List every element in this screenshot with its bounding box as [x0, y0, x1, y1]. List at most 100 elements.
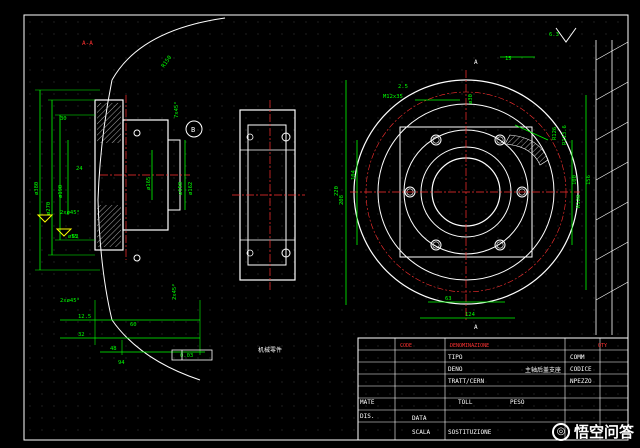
grid-dot — [137, 429, 139, 431]
grid-dot — [281, 213, 283, 215]
grid-dot — [473, 309, 475, 311]
grid-dot — [509, 129, 511, 131]
grid-dot — [221, 405, 223, 407]
grid-dot — [617, 261, 619, 263]
grid-dot — [545, 141, 547, 143]
grid-dot — [557, 333, 559, 335]
dimension-text: ø380 — [34, 182, 40, 195]
grid-dot — [101, 285, 103, 287]
grid-dot — [557, 369, 559, 371]
grid-dot — [509, 357, 511, 359]
grid-dot — [521, 405, 523, 407]
grid-dot — [485, 21, 487, 23]
grid-dot — [305, 393, 307, 395]
grid-dot — [53, 177, 55, 179]
grid-dot — [413, 345, 415, 347]
grid-dot — [53, 81, 55, 83]
grid-dot — [557, 93, 559, 95]
grid-dot — [269, 69, 271, 71]
grid-dot — [377, 45, 379, 47]
grid-dot — [317, 129, 319, 131]
grid-dot — [593, 129, 595, 131]
grid-dot — [605, 309, 607, 311]
grid-dot — [389, 381, 391, 383]
grid-dot — [317, 297, 319, 299]
grid-dot — [137, 189, 139, 191]
grid-dot — [389, 213, 391, 215]
grid-dot — [593, 357, 595, 359]
grid-dot — [293, 273, 295, 275]
grid-dot — [569, 21, 571, 23]
grid-dot — [29, 117, 31, 119]
grid-dot — [545, 177, 547, 179]
grid-dot — [461, 261, 463, 263]
grid-dot — [65, 153, 67, 155]
grid-dot — [209, 321, 211, 323]
grid-dot — [569, 273, 571, 275]
grid-dot — [161, 309, 163, 311]
dimension-text: 156 — [586, 175, 592, 185]
grid-dot — [461, 213, 463, 215]
grid-dot — [449, 381, 451, 383]
grid-dot — [77, 429, 79, 431]
grid-dot — [197, 417, 199, 419]
grid-dot — [221, 237, 223, 239]
grid-dot — [461, 81, 463, 83]
tolerance-frame — [171, 349, 213, 361]
grid-dot — [293, 21, 295, 23]
grid-dot — [377, 177, 379, 179]
grid-dot — [449, 117, 451, 119]
grid-dot — [89, 21, 91, 23]
grid-dot — [377, 93, 379, 95]
grid-dot — [605, 165, 607, 167]
grid-dot — [209, 117, 211, 119]
grid-dot — [617, 357, 619, 359]
grid-dot — [281, 333, 283, 335]
grid-dot — [605, 117, 607, 119]
grid-dot — [293, 297, 295, 299]
grid-dot — [89, 45, 91, 47]
grid-dot — [113, 165, 115, 167]
grid-dot — [341, 165, 343, 167]
grid-dot — [533, 345, 535, 347]
grid-dot — [341, 417, 343, 419]
grid-dot — [245, 369, 247, 371]
grid-dot — [557, 297, 559, 299]
grid-dot — [389, 69, 391, 71]
grid-dot — [29, 201, 31, 203]
grid-dot — [221, 45, 223, 47]
grid-dot — [605, 333, 607, 335]
grid-dot — [245, 69, 247, 71]
grid-dot — [329, 93, 331, 95]
grid-dot — [413, 21, 415, 23]
grid-dot — [473, 165, 475, 167]
grid-dot — [545, 21, 547, 23]
grid-dot — [281, 141, 283, 143]
dimension-text: ø270 — [46, 202, 52, 215]
grid-dot — [305, 45, 307, 47]
grid-dot — [113, 45, 115, 47]
grid-dot — [65, 321, 67, 323]
grid-dot — [617, 213, 619, 215]
grid-dot — [29, 93, 31, 95]
grid-dot — [185, 357, 187, 359]
grid-dot — [29, 357, 31, 359]
grid-dot — [41, 153, 43, 155]
grid-dot — [497, 165, 499, 167]
grid-dot — [41, 45, 43, 47]
grid-dot — [617, 369, 619, 371]
grid-dot — [197, 45, 199, 47]
grid-dot — [509, 297, 511, 299]
grid-dot — [545, 249, 547, 251]
grid-dot — [497, 333, 499, 335]
grid-dot — [305, 33, 307, 35]
grid-dot — [473, 177, 475, 179]
grid-dot — [341, 249, 343, 251]
grid-dot — [521, 321, 523, 323]
grid-dot — [329, 381, 331, 383]
grid-dot — [545, 117, 547, 119]
grid-dot — [101, 357, 103, 359]
grid-dot — [521, 273, 523, 275]
grid-dot — [449, 321, 451, 323]
